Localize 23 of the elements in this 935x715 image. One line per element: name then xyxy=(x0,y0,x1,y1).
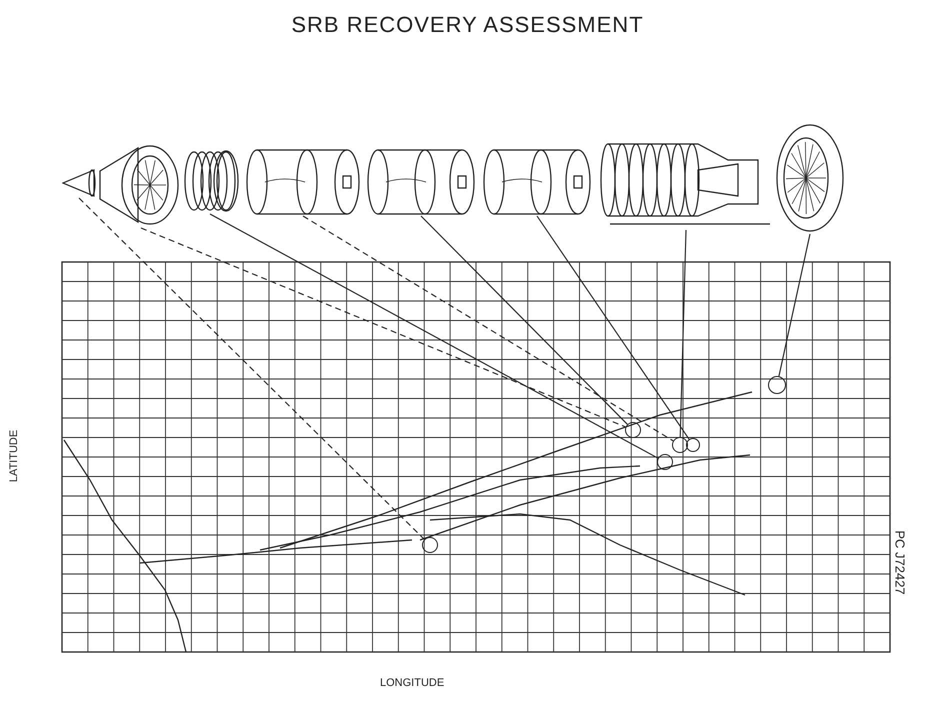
impact-circle xyxy=(768,376,786,394)
leader-line xyxy=(302,216,674,442)
leader-line xyxy=(140,228,626,428)
rocket-segment-drawing xyxy=(62,168,96,198)
impact-circle xyxy=(686,438,700,452)
impact-circle xyxy=(625,422,641,438)
rocket-segment-drawing xyxy=(482,148,592,216)
archive-number: PC J72427 xyxy=(892,530,908,595)
leader-line xyxy=(210,214,658,459)
axis-label: LONGITUDE xyxy=(380,677,444,689)
leader-line xyxy=(420,216,628,425)
impact-circle xyxy=(657,454,673,470)
leader-line xyxy=(536,216,690,440)
rocket-segment-drawing xyxy=(245,148,361,216)
diagram-title: SRB RECOVERY ASSESSMENT xyxy=(291,12,644,38)
leader-line xyxy=(680,230,687,438)
leader-line xyxy=(78,198,425,540)
impact-circle xyxy=(422,537,438,553)
rocket-segment-drawing xyxy=(774,122,846,234)
rocket-segment-drawing xyxy=(366,148,476,216)
axis-label: LATITUDE xyxy=(8,430,20,482)
impact-circle xyxy=(672,437,688,453)
leader-line xyxy=(778,234,811,376)
